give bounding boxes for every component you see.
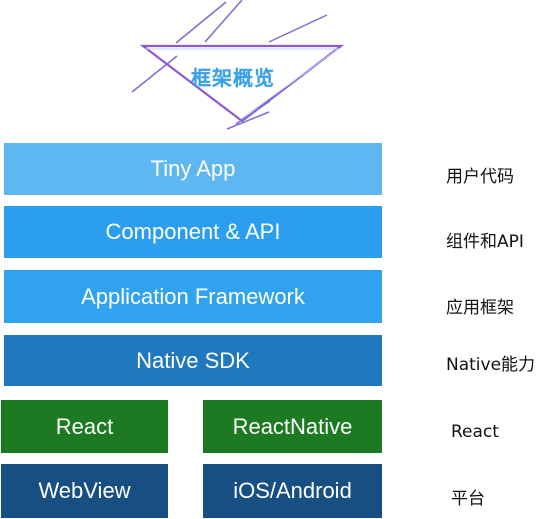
layer-tiny-app: Tiny App [4, 143, 382, 195]
side-label-application-framework: 应用框架 [446, 298, 514, 318]
diagram-title-area: 框架概览 [0, 0, 547, 130]
side-label-user-code: 用户代码 [446, 167, 514, 187]
title-triangle-icon [139, 44, 345, 123]
layer-application-framework: Application Framework [4, 270, 382, 323]
layer-react: React [1, 400, 168, 453]
side-label-react: React [451, 422, 499, 442]
decor-line-bottom-1 [226, 111, 270, 130]
decor-line-left [131, 55, 178, 93]
layer-react-native: ReactNative [203, 400, 382, 453]
diagram-title: 框架概览 [191, 66, 275, 90]
title-decoration [131, 0, 345, 130]
decor-line-bottom-2 [235, 100, 271, 125]
side-label-native-ability: Native能力 [446, 355, 536, 375]
layer-webview: WebView [1, 464, 168, 518]
side-label-platform: 平台 [451, 489, 485, 509]
layer-ios-android: iOS/Android [203, 464, 382, 518]
decor-line-top-3 [268, 14, 328, 43]
layer-component-api: Component & API [4, 206, 382, 258]
side-label-component-api: 组件和API [446, 232, 524, 252]
decor-line-top-2 [204, 0, 243, 43]
title-triangle-shadow-icon [145, 48, 340, 120]
layer-native-sdk: Native SDK [4, 335, 382, 386]
decor-line-top-1 [175, 1, 227, 44]
